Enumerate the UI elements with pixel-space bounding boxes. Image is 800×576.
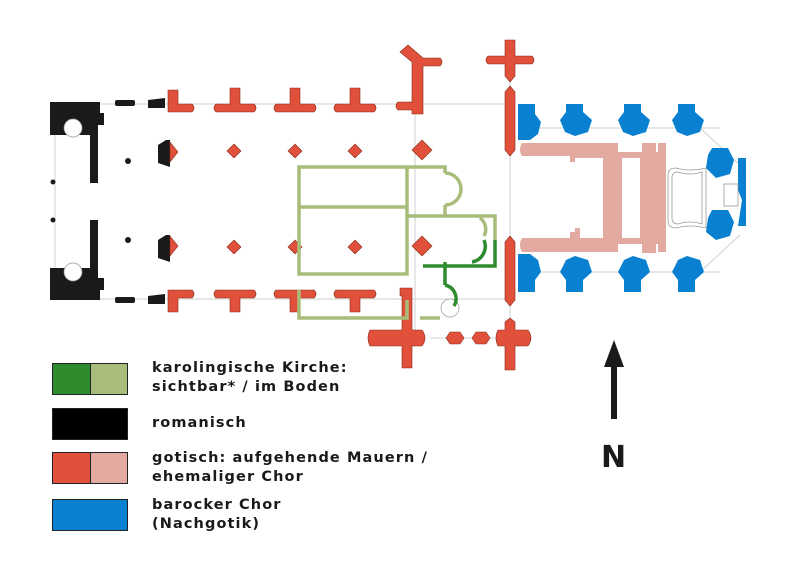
carolingian-church-visible: [423, 239, 497, 307]
legend-label-barock: barocker Chor (Nachgotik): [152, 497, 282, 532]
legend-swatch-barock: [52, 499, 128, 531]
swatch-romanisch: [53, 409, 127, 439]
swatch-walls: [53, 453, 90, 483]
legend-label-gotisch: gotisch: aufgehende Mauern / ehemaliger …: [152, 450, 428, 485]
north-label: N: [601, 440, 627, 475]
spiral-stairs: [63, 118, 460, 318]
north-arrow-icon: [604, 340, 624, 419]
baroque-choir: [518, 104, 746, 292]
legend-label-karolingisch: karolingische Kirche: sichtbar* / im Bod…: [152, 360, 348, 395]
swatch-former-choir: [89, 453, 127, 483]
carolingian-church-in-ground: [297, 165, 497, 320]
gothic-former-choir: [520, 143, 666, 253]
altar-outline: [667, 167, 739, 229]
legend-item-gotisch: gotisch: aufgehende Mauern / ehemaliger …: [52, 450, 428, 487]
legend-swatch-gotisch: [52, 452, 128, 484]
legend-item-romanisch: romanisch: [52, 408, 247, 440]
legend-item-karolingisch: karolingische Kirche: sichtbar* / im Bod…: [52, 360, 348, 397]
gothic-walls: [167, 39, 535, 371]
swatch-visible: [53, 364, 90, 394]
legend-label-romanisch: romanisch: [152, 415, 247, 431]
legend-item-barock: barocker Chor (Nachgotik): [52, 497, 282, 534]
swatch-barock: [53, 500, 127, 530]
swatch-in-ground: [89, 364, 127, 394]
legend-swatch-karolingisch: [52, 363, 128, 395]
romanesque-west-work: [50, 98, 170, 304]
legend-swatch-romanisch: [52, 408, 128, 440]
